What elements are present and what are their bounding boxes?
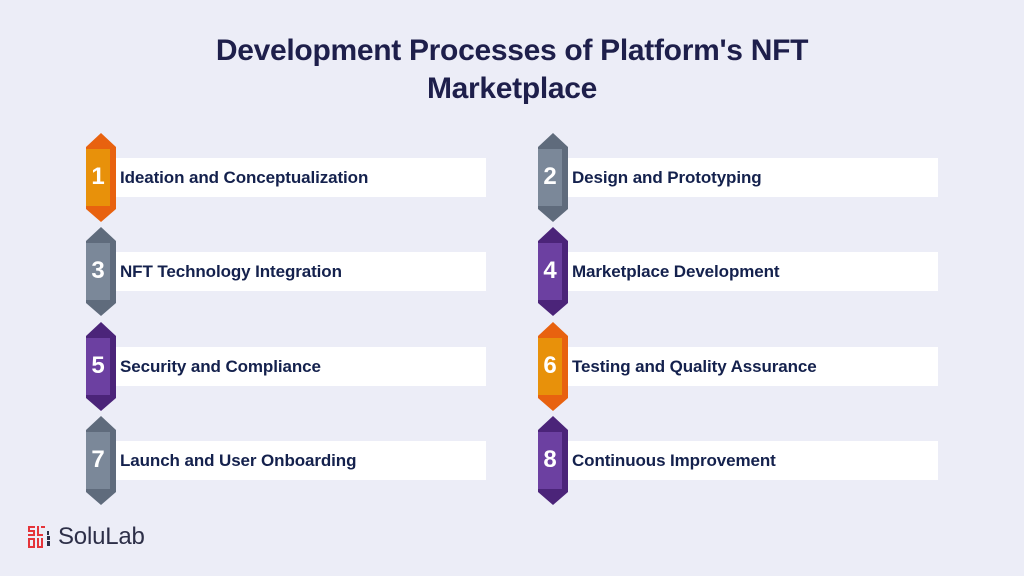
step-number-badge: 1 — [86, 133, 117, 223]
step-7: 7 Launch and User Onboarding — [86, 416, 496, 506]
hexagon-badge-icon — [86, 133, 116, 222]
page-title: Development Processes of Platform's NFT … — [0, 32, 1024, 108]
step-bar — [109, 441, 486, 480]
step-8: 8 Continuous Improvement — [538, 416, 948, 506]
title-line-1: Development Processes of Platform's NFT — [215, 34, 809, 67]
logo-text: SoluLab — [58, 523, 145, 550]
step-bar — [561, 252, 938, 291]
step-6: 6 Testing and Quality Assurance — [538, 322, 948, 412]
step-label: Testing and Quality Assurance — [572, 357, 817, 376]
step-bar — [109, 347, 486, 386]
hexagon-badge-icon — [86, 227, 116, 316]
solulab-logo: SoluLab — [28, 522, 145, 552]
step-4: 4 Marketplace Development — [538, 227, 948, 317]
step-3: 3 NFT Technology Integration — [86, 227, 496, 317]
step-number-badge: 2 — [538, 133, 569, 223]
step-label: Security and Compliance — [120, 357, 321, 376]
step-number: 6 — [543, 352, 557, 379]
step-number-badge: 8 — [538, 416, 569, 506]
step-label: Marketplace Development — [572, 262, 780, 281]
hexagon-badge-icon — [538, 133, 568, 222]
step-number: 7 — [91, 446, 105, 473]
hexagon-badge-icon — [86, 322, 116, 411]
step-bar — [561, 158, 938, 197]
step-number: 4 — [543, 257, 557, 284]
step-bar — [561, 347, 938, 386]
hexagon-badge-icon — [538, 416, 568, 505]
hexagon-badge-icon — [86, 416, 116, 505]
step-2: 2 Design and Prototyping — [538, 133, 948, 223]
step-label: Design and Prototyping — [572, 168, 762, 187]
step-bar — [561, 441, 938, 480]
title-line-2: Marketplace — [426, 72, 598, 105]
solulab-logo-icon — [28, 526, 50, 548]
step-number-badge: 4 — [538, 227, 569, 317]
step-number-badge: 5 — [86, 322, 117, 412]
step-5: 5 Security and Compliance — [86, 322, 496, 412]
step-label: Launch and User Onboarding — [120, 451, 357, 470]
step-bar — [109, 252, 486, 291]
step-label: NFT Technology Integration — [120, 262, 342, 281]
step-number: 3 — [91, 257, 105, 284]
hexagon-badge-icon — [538, 322, 568, 411]
step-number: 2 — [543, 163, 557, 190]
step-number-badge: 7 — [86, 416, 117, 506]
step-number-badge: 3 — [86, 227, 117, 317]
step-number-badge: 6 — [538, 322, 569, 412]
step-label: Ideation and Conceptualization — [120, 168, 369, 187]
step-number: 8 — [543, 446, 557, 473]
step-bar — [109, 158, 486, 197]
step-label: Continuous Improvement — [572, 451, 776, 470]
step-number: 1 — [91, 163, 105, 190]
step-1: 1 Ideation and Conceptualization — [86, 133, 496, 223]
hexagon-badge-icon — [538, 227, 568, 316]
step-number: 5 — [91, 352, 105, 379]
